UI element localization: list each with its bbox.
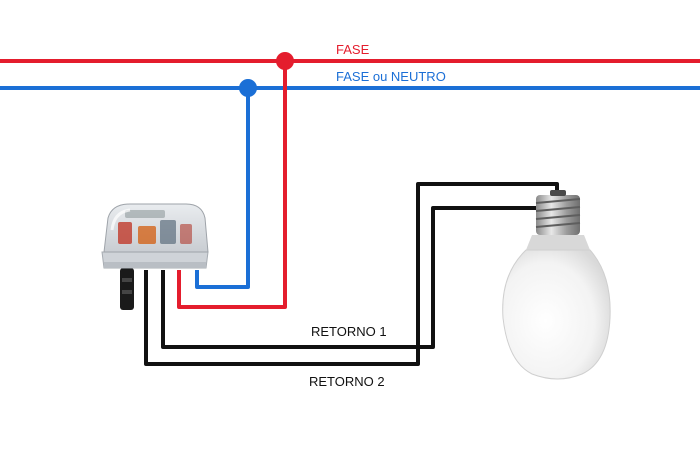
led-bulb	[502, 190, 611, 380]
return-1-wire	[161, 206, 540, 349]
photocell-sensor	[101, 203, 209, 310]
phase-drop-wire	[177, 61, 287, 309]
return-2-label: RETORNO 2	[309, 374, 385, 389]
neutral-junction-dot	[239, 79, 257, 97]
phase-label: FASE	[336, 42, 370, 57]
return-2-wire	[144, 182, 559, 366]
phase-junction-dot	[276, 52, 294, 70]
neutral-label: FASE ou NEUTRO	[336, 69, 446, 84]
return-1-label: RETORNO 1	[311, 324, 387, 339]
neutral-drop-wire	[195, 88, 250, 289]
